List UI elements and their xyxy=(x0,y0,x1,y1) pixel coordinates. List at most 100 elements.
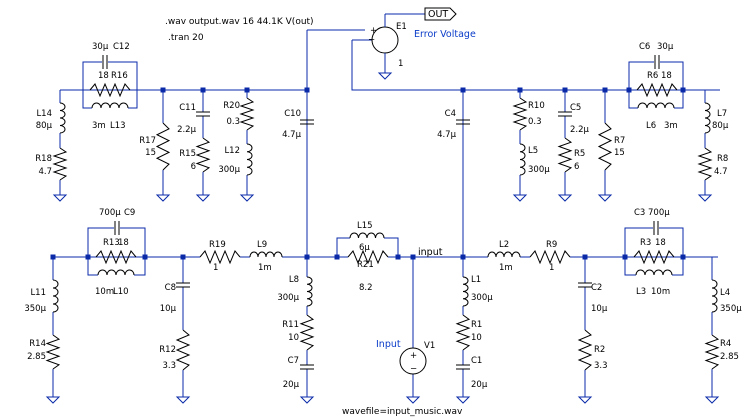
ground-icon xyxy=(45,392,61,404)
E1-name: E1 xyxy=(396,22,407,32)
junction-dot xyxy=(142,254,148,260)
R6-value: 18 xyxy=(661,71,672,81)
C9-value: 700µ xyxy=(99,208,121,218)
R9-value: 1 xyxy=(549,263,554,273)
c7-capacitor xyxy=(300,364,314,370)
L12-value: 300µ xyxy=(218,165,240,175)
R12-value: 3.3 xyxy=(162,361,176,371)
junction-dot xyxy=(304,254,310,260)
c6-capacitor xyxy=(654,55,660,69)
wav-directive: .wav output.wav 16 44.1K V(out) xyxy=(165,17,314,27)
R17-value: 15 xyxy=(145,148,156,158)
R15-value: 6 xyxy=(191,162,196,172)
R10-name: R10 xyxy=(528,101,545,111)
l13-inductor xyxy=(91,102,129,109)
r13-resistor xyxy=(95,249,137,265)
L5-name: L5 xyxy=(528,146,538,156)
l10-inductor xyxy=(97,269,135,276)
ground-icon xyxy=(175,392,191,404)
L2-value: 1m xyxy=(499,263,513,273)
ground-symbol xyxy=(704,396,720,404)
ground-symbol xyxy=(299,396,315,404)
R18-value: 4.7 xyxy=(38,167,52,177)
wire-segment xyxy=(384,237,399,257)
R1-value: 10 xyxy=(471,333,482,343)
wire-segment xyxy=(674,90,684,109)
c10-capacitor xyxy=(300,119,314,125)
r12-resistor xyxy=(175,329,191,371)
wire-segment xyxy=(628,90,638,109)
junctions xyxy=(50,87,686,260)
junction-dot xyxy=(85,254,91,260)
R1-name: R1 xyxy=(471,320,482,330)
l6-inductor xyxy=(637,102,675,109)
R2-name: R2 xyxy=(594,345,605,355)
c4-capacitor xyxy=(456,119,470,125)
C4-value: 4.7µ xyxy=(437,130,457,140)
L9-name: L9 xyxy=(257,240,267,250)
junction-dot xyxy=(460,87,466,93)
L5-value: 300µ xyxy=(528,165,550,175)
resistor-icon xyxy=(529,249,571,265)
R11-value: 10 xyxy=(288,333,299,343)
junction-dot xyxy=(160,87,166,93)
v1-input-source xyxy=(399,347,427,375)
out-net-label: OUT xyxy=(428,9,448,20)
C9-name: C9 xyxy=(124,208,135,218)
E1-value: 1 xyxy=(398,59,403,69)
wire-segment xyxy=(624,257,636,276)
resistor-icon xyxy=(557,137,573,173)
R13-value: 18 xyxy=(118,238,129,248)
R14-name: R14 xyxy=(29,339,46,349)
wire-segment xyxy=(336,237,350,257)
inductor-icon xyxy=(249,251,283,258)
junction-dot xyxy=(244,87,250,93)
junction-dot xyxy=(460,254,466,260)
C7-value: 20µ xyxy=(283,380,300,390)
l5-inductor xyxy=(519,143,526,176)
wavefile-directive: wavefile=input_music.wav xyxy=(342,407,463,417)
L7-name: L7 xyxy=(717,109,727,119)
input-net-label: input xyxy=(418,247,443,258)
l8-inductor xyxy=(306,276,313,307)
ground-icon xyxy=(597,190,613,202)
wire-segment xyxy=(351,40,720,91)
ground-symbol xyxy=(155,194,171,202)
tran-directive: .tran 20 xyxy=(168,33,204,43)
resistor-icon xyxy=(175,329,191,371)
error-voltage-label: Error Voltage xyxy=(414,29,476,40)
e1-plus-sign: + xyxy=(370,26,377,36)
R7-value: 15 xyxy=(614,148,625,158)
inductor-icon xyxy=(349,232,385,239)
inductor-icon xyxy=(52,279,59,313)
resistor-icon xyxy=(633,249,675,265)
C3-name: C3 xyxy=(634,208,645,218)
L6-name: L6 xyxy=(646,121,656,131)
R11-name: R11 xyxy=(282,320,299,330)
ground-icon xyxy=(52,190,68,202)
R15-name: R15 xyxy=(179,149,196,159)
c11-capacitor xyxy=(196,111,210,117)
wire-segment xyxy=(624,227,653,257)
R3-value: 18 xyxy=(655,238,666,248)
C5-name: C5 xyxy=(570,103,581,113)
junction-dot xyxy=(602,87,608,93)
C7-name: C7 xyxy=(288,356,299,366)
c3-capacitor xyxy=(653,221,659,235)
junction-dot xyxy=(626,87,632,93)
ground-symbol xyxy=(577,396,593,404)
inductor-icon xyxy=(97,269,135,276)
C12-value: 30µ xyxy=(92,42,109,52)
C10-name: C10 xyxy=(284,109,301,119)
L13-name: L13 xyxy=(110,121,126,131)
ground-icon xyxy=(455,392,471,404)
r9-resistor xyxy=(529,249,571,265)
r21-resistor xyxy=(347,249,389,265)
wire-segment xyxy=(659,227,684,257)
r18-resistor xyxy=(52,147,68,181)
inductor-icon xyxy=(635,269,673,276)
L2-name: L2 xyxy=(499,240,509,250)
r20-resistor xyxy=(239,97,255,131)
ground-symbol xyxy=(52,194,68,202)
